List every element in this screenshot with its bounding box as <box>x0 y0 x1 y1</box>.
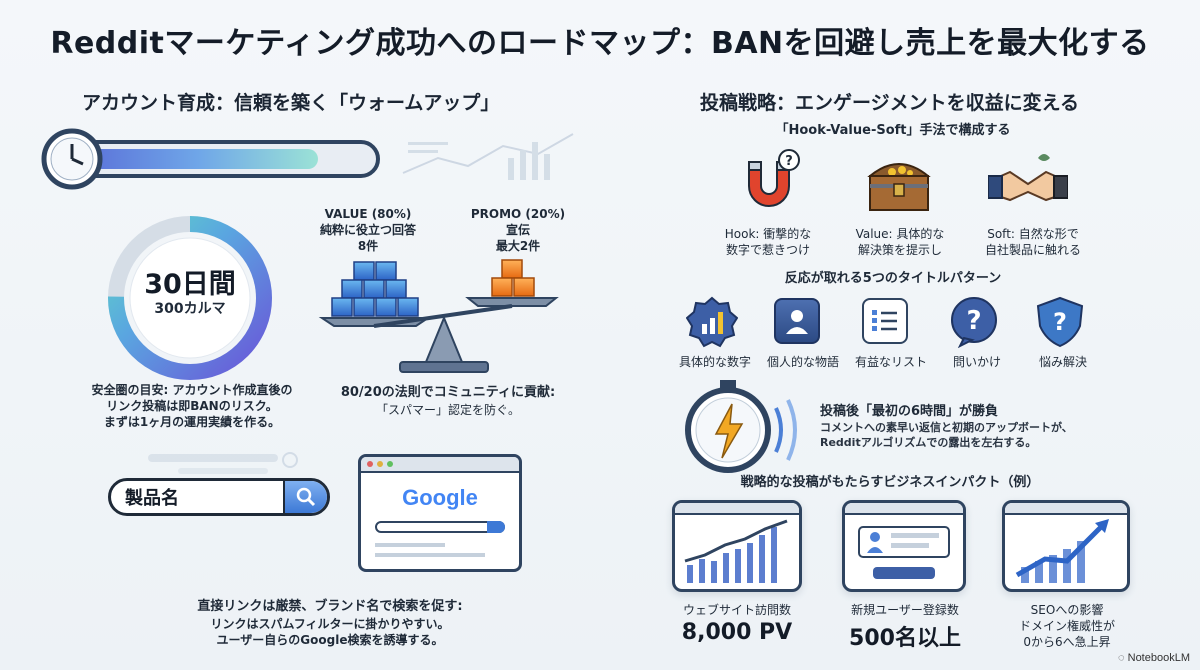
chart-badge-icon <box>686 296 738 348</box>
checklist-icon <box>862 298 908 344</box>
hvs-value-text: Value: 具体的な解決策を提示し <box>855 227 945 258</box>
impact-title: 戦略的な投稿がもたらすビジネスインパクト（例） <box>740 475 1040 490</box>
warmup-progress-bar <box>41 128 380 190</box>
right-heading: 投稿戦略：エンゲージメントを収益に変える <box>700 92 1080 114</box>
ring-days: 30日間 <box>144 269 236 300</box>
shield-question-icon: ? <box>1036 296 1084 348</box>
user-profile-icon <box>858 526 950 579</box>
six-hours-text: コメントへの素早い返信と初期のアップボートが、 Redditアルゴリズムでの露出… <box>820 421 1073 450</box>
impact-panel-visits <box>672 500 802 592</box>
page-title: Redditマーケティング成功へのロードマップ：BANを回避し売上を最大化する <box>50 26 1150 61</box>
link-text: 直接リンクは厳禁、ブランド名で検索を促す: リンクはスパムフィルターに掛かりやす… <box>197 599 463 647</box>
karma-ring <box>108 216 272 380</box>
impact-panel-seo <box>1002 500 1130 592</box>
treasure-chest-icon <box>867 163 931 211</box>
pattern-labels: 具体的な数字 個人的な物語 有益なリスト 問いかけ 悩み解決 <box>678 355 1087 369</box>
faint-trend-icon <box>402 133 574 180</box>
notebooklm-logo-icon: ◌ <box>1118 652 1125 664</box>
browser-window: Google <box>358 454 522 572</box>
hvs-hook-text: Hook: 衝撃的な数字で惹きつけ <box>724 227 812 258</box>
search-input-text: 製品名 <box>125 488 179 509</box>
visits-chart-icon <box>684 519 788 583</box>
value-label: VALUE (80%) 純粋に役立つ回答 8件 <box>319 207 416 254</box>
svg-text:?: ? <box>966 306 981 336</box>
search-button[interactable] <box>283 481 327 513</box>
pattern-icons-row: ? ? <box>686 296 1096 348</box>
impact-panel-users <box>842 500 966 592</box>
safety-text: 安全圏の目安: アカウント作成直後の リンク投稿は即BANのリスク。 まずは1ヶ… <box>91 383 293 430</box>
notebooklm-brand: ◌ NotebookLM <box>1118 652 1190 664</box>
google-logo: Google <box>402 485 478 510</box>
impact-users-label: 新規ユーザー登録数 <box>851 603 959 617</box>
handshake-icon <box>988 154 1068 202</box>
impact-visits-value: 8,000 PV <box>681 620 793 645</box>
seo-growth-icon <box>1015 519 1109 583</box>
browser-search-field[interactable] <box>375 521 505 533</box>
hvs-title: 「Hook-Value-Soft」手法で構成する <box>775 123 1011 138</box>
promo-label: PROMO (20%) 宣伝 最大2件 <box>470 207 566 254</box>
faint-search-decoration <box>148 452 298 474</box>
search-icon <box>296 487 316 507</box>
fast-stopwatch-icon <box>685 380 797 473</box>
six-hours-title: 投稿後「最初の6時間」が勝負 <box>820 404 999 419</box>
search-bar[interactable]: 製品名 <box>108 478 330 516</box>
impact-seo-text: SEOへの影響 ドメイン権威性が 0から6へ急上昇 <box>1018 603 1115 650</box>
impact-visits-label: ウェブサイト訪問数 <box>682 603 791 617</box>
rule-text: 80/20の法則でコミュニティに貢献: 「スパマー」認定を防ぐ。 <box>340 385 556 417</box>
left-heading: アカウント育成：信頼を築く「ウォームアップ」 <box>82 92 500 114</box>
balance-scale-icon <box>318 259 559 373</box>
stopwatch-icon <box>41 128 103 190</box>
patterns-title: 反応が取れる5つのタイトルパターン <box>784 271 1002 286</box>
question-bubble-icon: ? <box>951 297 997 348</box>
ring-karma: 300カルマ <box>154 301 226 317</box>
impact-users-value: 500名以上 <box>849 626 961 651</box>
svg-text:?: ? <box>1053 308 1067 336</box>
person-icon <box>774 298 820 344</box>
svg-text:?: ? <box>785 154 793 169</box>
hvs-soft-text: Soft: 自然な形で自社製品に触れる <box>984 227 1081 258</box>
magnet-icon: ? <box>748 149 800 207</box>
